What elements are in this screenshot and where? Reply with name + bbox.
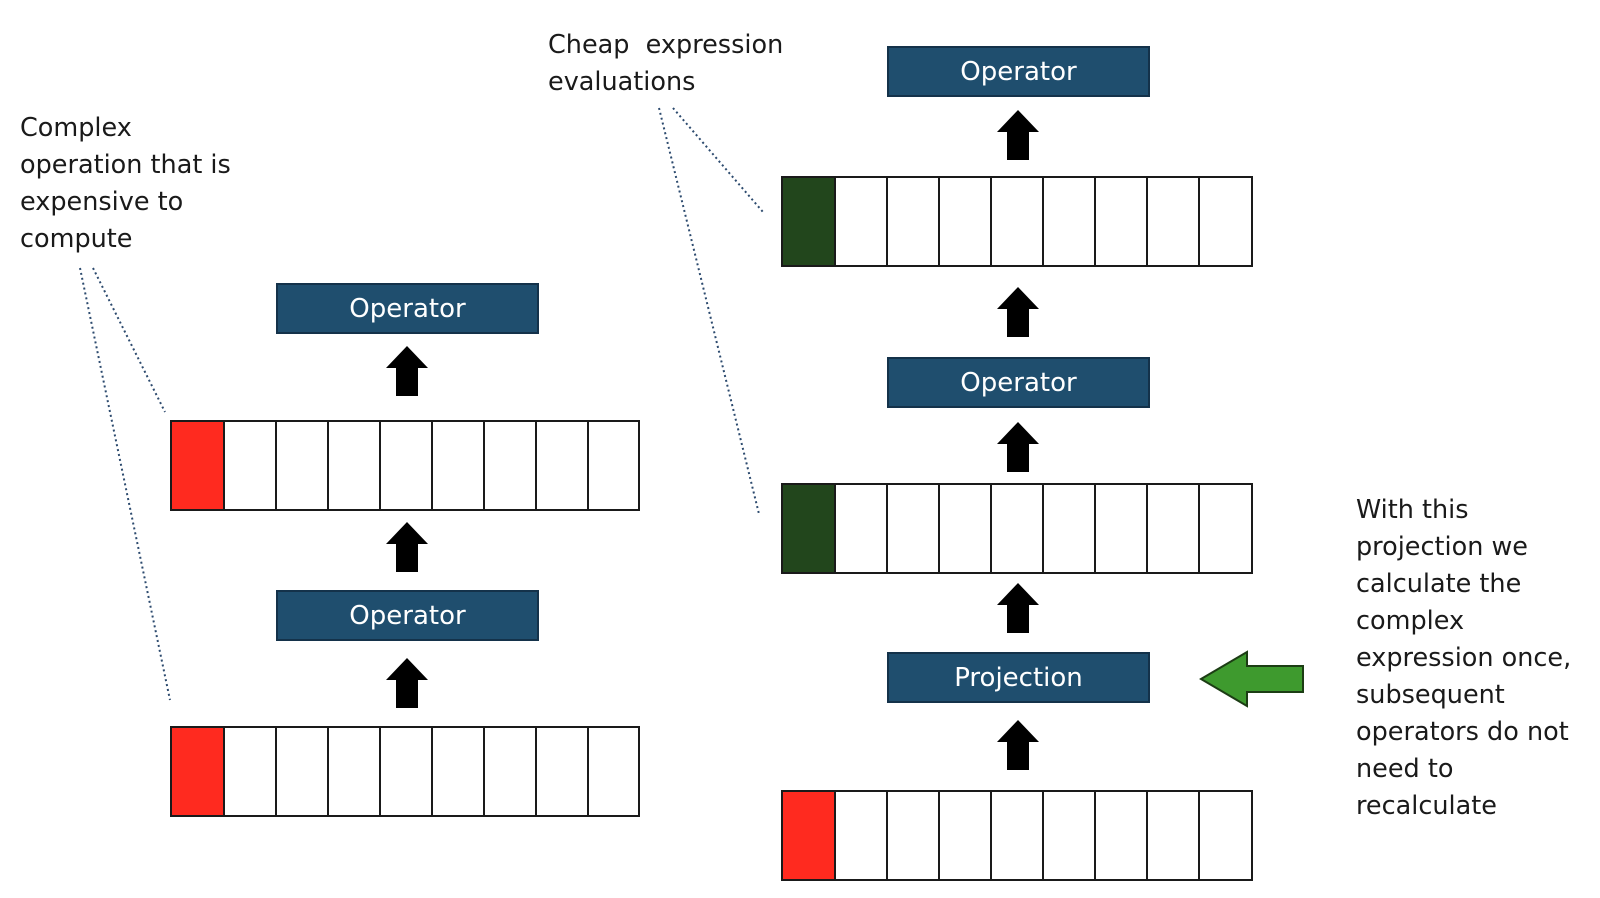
leader-line (672, 107, 764, 213)
operator-label: Operator (349, 600, 466, 631)
note-line: subsequent (1356, 680, 1505, 710)
cheap-cell (782, 484, 835, 573)
operator-label: Operator (960, 367, 1077, 398)
operator-label: Operator (349, 293, 466, 324)
left-array-top (170, 420, 640, 511)
right-operator-top: Operator (887, 46, 1150, 97)
up-arrow-icon (997, 720, 1039, 770)
up-arrow-icon (386, 522, 428, 572)
note-line: complex (1356, 606, 1465, 636)
leader-line (92, 267, 166, 413)
up-arrow-icon (997, 287, 1039, 337)
complex-cell (171, 727, 224, 816)
note-line: evaluations (548, 67, 696, 97)
note-line: recalculate (1356, 791, 1497, 821)
cheap-cell (782, 177, 835, 266)
complex-cell (171, 421, 224, 510)
operator-label: Operator (960, 56, 1077, 87)
projection-box: Projection (887, 652, 1150, 703)
left-operator-bottom: Operator (276, 590, 539, 641)
note-line: Cheap expression (548, 30, 784, 60)
projection-note: With this projection we calculate the co… (1356, 492, 1571, 825)
note-line: compute (20, 224, 133, 254)
right-array-middle (781, 483, 1253, 574)
complex-cell (782, 791, 835, 880)
note-line: expensive to (20, 187, 184, 217)
up-arrow-icon (997, 110, 1039, 160)
up-arrow-icon (997, 583, 1039, 633)
complex-operation-note: Complex operation that is expensive to c… (20, 110, 231, 258)
note-line: operators do not (1356, 717, 1569, 747)
note-line: With this (1356, 495, 1469, 525)
right-array-top (781, 176, 1253, 267)
left-array-bottom (170, 726, 640, 817)
leader-line (79, 267, 171, 701)
up-arrow-icon (386, 658, 428, 708)
leader-lines (79, 107, 764, 701)
right-operator-middle: Operator (887, 357, 1150, 408)
leader-line (658, 107, 760, 515)
note-line: projection we (1356, 532, 1529, 562)
up-arrow-icon (997, 422, 1039, 472)
left-operator-top: Operator (276, 283, 539, 334)
note-line: Complex (20, 113, 132, 143)
note-line: need to (1356, 754, 1454, 784)
up-arrow-icon (386, 346, 428, 396)
note-line: operation that is (20, 150, 231, 180)
note-line: expression once, (1356, 643, 1572, 673)
note-line: calculate the (1356, 569, 1522, 599)
cheap-evaluations-note: Cheap expression evaluations (548, 27, 783, 101)
projection-label: Projection (954, 662, 1083, 693)
green-left-arrow-icon (1199, 650, 1304, 708)
right-array-bottom (781, 790, 1253, 881)
